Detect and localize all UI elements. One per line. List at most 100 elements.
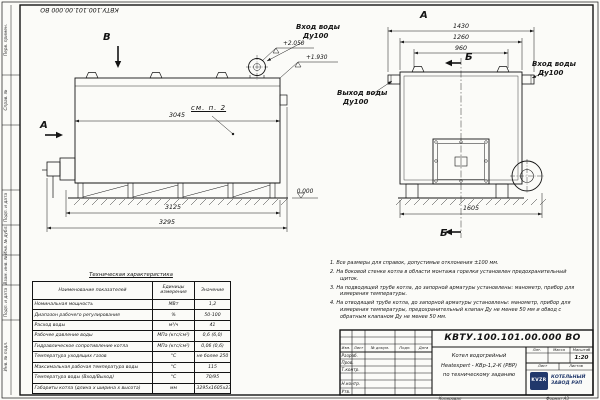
elevation-pipe-label: +2.050 <box>283 41 305 47</box>
scale-label: Масштаб <box>572 348 591 352</box>
side-dim-inner: 3045 <box>168 112 186 119</box>
frame-strip-label: Инв. № дубл. <box>4 225 9 255</box>
spec-cell: МПа (кгс/см²) <box>152 330 195 342</box>
front-outlet-dn: Ду100 <box>343 98 369 106</box>
view-marker-v: В <box>103 32 111 43</box>
spec-cell: Номинальная мощность <box>32 298 153 311</box>
spec-cell: Максимальная рабочая температура воды <box>32 361 153 374</box>
spec-cell: 115 <box>194 361 231 374</box>
frame-strip-label: Инв. № подл. <box>4 341 9 372</box>
rev-header-cell: Дата <box>418 346 429 350</box>
notes-block: 1. Все размеры для справок, допустимые о… <box>330 260 586 323</box>
frame-strip-label: Подп. и дата <box>4 287 9 318</box>
view-marker-a: А <box>420 10 428 21</box>
elevation-top-label: +1.930 <box>306 55 328 61</box>
section-markers-front <box>445 59 461 236</box>
front-dim-middle: 1260 <box>452 34 470 41</box>
front-dim-overall: 1430 <box>452 23 470 30</box>
mass-label: Масса <box>553 348 565 352</box>
title-block-grid <box>339 329 594 396</box>
note-item: 3. На подводящей трубе котла, до запорно… <box>330 284 575 298</box>
spec-cell: 3295х1605х2350 <box>194 382 231 395</box>
sign-row-label: Утв. <box>341 388 351 394</box>
side-inlet-dn: Ду100 <box>303 32 329 40</box>
spec-cell: Температура воды (Вход/Выход) <box>32 372 153 384</box>
title-block-doc-number: КВТУ.100.101.00.000 ВО <box>444 333 581 343</box>
front-inlet-dn: Ду100 <box>538 69 564 77</box>
spec-cell: мм <box>152 382 195 395</box>
sign-row-label: Т.контр. <box>341 367 360 372</box>
spec-cell: % <box>152 309 195 321</box>
spec-cell: 0,06 (0,6) <box>194 340 231 353</box>
spec-cell: °С <box>152 351 195 363</box>
note-item: 1. Все размеры для справок, допустимые о… <box>330 260 499 266</box>
sign-row-label: Разраб. <box>341 353 358 358</box>
sheets-label: Листов <box>569 364 583 368</box>
spec-cell: МПа (кгс/см²) <box>152 340 195 353</box>
front-dim-width: 1605 <box>462 205 480 212</box>
lit-label: Лит. <box>532 348 542 352</box>
ground-hatch-side <box>73 198 288 206</box>
sheet-label: Лист <box>537 364 548 368</box>
spec-table: Наименование показателей Единицы измерен… <box>32 281 231 395</box>
side-dim-middle: 3125 <box>164 204 182 211</box>
spec-row: Габариты котла (длина х ширина х высота)… <box>32 382 231 395</box>
product-title-line: Heatexpert - КВр-1,2-К (РВР) <box>440 363 518 369</box>
frame-strip-label: Справ. № <box>4 89 9 111</box>
company-name-line: КОТЕЛЬНЫЙ <box>551 375 586 380</box>
spec-cell: 50-100 <box>194 309 231 321</box>
section-marker-a: А <box>40 120 48 131</box>
company-name: КОТЕЛЬНЫЙ ЗАВОД РЭП <box>551 375 585 388</box>
rev-header-cell: Изм. <box>341 346 351 350</box>
rev-header-cell: № докум. <box>370 346 390 350</box>
spec-header-cell: Значение <box>194 281 231 300</box>
ground-hatch-front <box>395 198 547 206</box>
front-dim-inner: 960 <box>454 45 468 52</box>
side-dimensions <box>46 41 338 232</box>
spec-cell: Расход воды <box>32 319 153 332</box>
spec-cell: не более 250 <box>194 351 231 363</box>
spec-header-row: Наименование показателей Единицы измерен… <box>32 281 231 300</box>
boiler-front-view <box>387 66 544 199</box>
side-inlet-label: Вход воды <box>296 23 340 31</box>
note-item: 4. На отводящей трубе котла, до запорной… <box>330 300 571 320</box>
spec-cell: МВт <box>152 298 195 311</box>
rev-header-cell: Лист <box>353 346 364 350</box>
spec-cell: Гидравлическое сопротивление котла <box>32 340 153 353</box>
spec-cell: 70/95 <box>194 372 231 384</box>
section-marker-b-bottom: Б <box>440 228 448 239</box>
frame-strip-label: Перв. примен. <box>4 23 9 57</box>
spec-cell: 41 <box>194 319 231 332</box>
section-marker-b-top: Б <box>465 52 473 63</box>
rev-header-cell: Подп. <box>399 346 411 350</box>
spec-cell: Диапазон рабочего регулирования <box>32 309 153 321</box>
spec-header-cell: Наименование показателей <box>32 281 153 300</box>
spec-table-title: Техническая характеристика <box>89 272 173 278</box>
kvzr-logo: KVZR <box>530 372 548 390</box>
frame-strip-label: Взам. инв. № <box>4 255 9 285</box>
company-name-line: ЗАВОД РЭП <box>551 381 583 387</box>
spec-header-cell: Единицы измерения <box>152 281 195 300</box>
sign-row-label: Н.контр. <box>341 381 361 386</box>
front-inlet-label: Вход воды <box>532 60 576 68</box>
spec-cell: Рабочее давление воды <box>32 330 153 342</box>
product-title-line: Котел водогрейный <box>451 353 507 359</box>
sign-row-label: Пров. <box>341 360 354 365</box>
product-title-line: по техническому заданию <box>442 372 516 378</box>
section-markers-side <box>45 46 122 139</box>
spec-cell: м³/ч <box>152 319 195 332</box>
scale-value: 1:20 <box>574 355 589 361</box>
front-outlet-label: Выход воды <box>337 89 388 97</box>
note-item: 2. На боковой стенке котла в области мон… <box>330 269 567 282</box>
spec-cell: °С <box>152 361 195 374</box>
footer-copy-label: Копировал <box>438 395 462 400</box>
